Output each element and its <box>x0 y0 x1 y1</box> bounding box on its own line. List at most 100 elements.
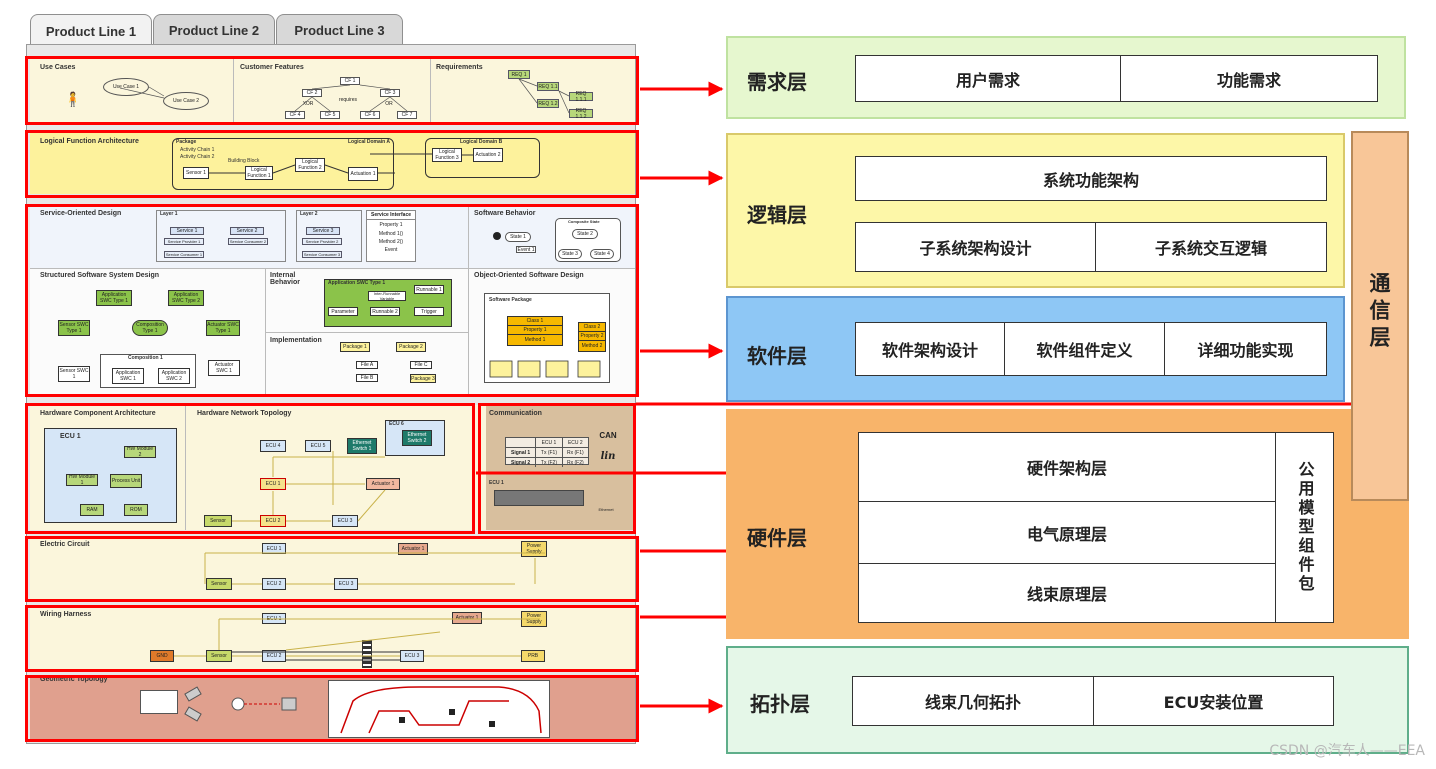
hw-component-title: Hardware Component Architecture <box>40 410 156 417</box>
shared-model-package-cell: 公用模型组件包 <box>1275 432 1334 623</box>
signal-2-ecu1: Tx (F2) <box>535 458 561 467</box>
wh-prb: PRB <box>521 650 545 662</box>
wiring-connectors <box>174 618 540 661</box>
domain-b-frame <box>425 138 540 178</box>
tab-product-line-1[interactable]: Product Line 1 <box>30 14 152 47</box>
trigger-node: Trigger <box>414 307 444 316</box>
service-consumer-1: Service Consumer 1 <box>164 251 204 258</box>
interface-method-2: Method 2() <box>378 239 404 245</box>
net-ecu-2: ECU 2 <box>260 515 286 527</box>
cf-4: CF 4 <box>285 111 305 119</box>
object-oriented-title: Object-Oriented Software Design <box>474 272 584 279</box>
actuation-1: Actuation 1 <box>348 167 378 181</box>
software-behavior-title: Software Behavior <box>474 210 536 217</box>
implementation-title: Implementation <box>270 337 322 344</box>
process-unit: Process Unit <box>110 474 142 488</box>
structured-title: Structured Software System Design <box>40 272 160 279</box>
service-consumer-2: Service Consumer 2 <box>228 238 268 245</box>
ecu-install-position-cell: ECU安装位置 <box>1093 676 1334 726</box>
package-frame <box>172 138 394 190</box>
highlight-wiring <box>25 605 639 672</box>
class-2-method: Method 2 <box>581 342 603 349</box>
interface-event: Event <box>384 247 398 253</box>
service-provider-1: Service Provider 1 <box>164 238 204 245</box>
geo-table <box>140 690 178 714</box>
logical-function-2: Logical Function 2 <box>295 158 325 172</box>
inter-runnable-variable: Inter-Runnable Variable <box>368 291 406 301</box>
class-1-method: Method 1 <box>524 336 546 343</box>
comm-ecu-bar <box>494 490 584 506</box>
service-provider-2: Service Provider 2 <box>302 238 342 245</box>
hw-arch-layer-cell: 硬件架构层 <box>858 432 1276 502</box>
logical-title: Logical Function Architecture <box>40 138 139 145</box>
internal-behavior-title: Internal Behavior <box>270 272 300 286</box>
net-ecu-6-frame <box>385 420 445 456</box>
highlight-software <box>25 204 639 397</box>
service-oriented-title: Service-Oriented Design <box>40 210 122 217</box>
xor-label: XOR <box>302 101 314 107</box>
class-2-property: Property 2 <box>579 333 605 341</box>
package-2: Package 2 <box>396 342 426 352</box>
highlight-logical <box>25 130 639 198</box>
requires-label: requires <box>338 97 358 103</box>
application-swc-1: Application SWC 1 <box>112 368 144 384</box>
highlight-electric <box>25 536 639 602</box>
runnable-1: Runnable 1 <box>414 285 444 294</box>
internal-swc-label: Application SWC Type 1 <box>328 280 386 286</box>
cf-3: CF 3 <box>380 89 400 97</box>
parameter-node: Parameter <box>328 307 358 316</box>
net-ecu-4: ECU 4 <box>260 440 286 452</box>
composition-type-1: Composition Type 1 <box>132 320 168 336</box>
state-1: State 1 <box>505 232 531 242</box>
cf-6: CF 6 <box>360 111 380 119</box>
req-1-1: REQ 1.1 <box>537 82 559 91</box>
application-swc-type-1: Application SWC Type 1 <box>96 290 132 306</box>
wh-gnd: GND <box>150 650 174 662</box>
net-ecu-1: ECU 1 <box>260 478 286 490</box>
state-4: State 4 <box>590 249 614 259</box>
sensor-swc-1: Sensor SWC 1 <box>58 366 90 382</box>
comm-layer-name: 通信层 <box>1367 272 1391 353</box>
package-1: Package 1 <box>340 342 370 352</box>
use-cases-title: Use Cases <box>40 64 76 71</box>
wh-ecu-2: ECU 2 <box>262 650 286 662</box>
ethernet-switch-2: Ethernet Switch 2 <box>402 430 432 446</box>
service-interface-box: Service Interface Property 1 Method 1() … <box>366 210 416 262</box>
class-2-box: Class 2 Property 2 Method 2 <box>578 322 606 352</box>
tab-product-line-3[interactable]: Product Line 3 <box>276 14 403 45</box>
highlight-communication <box>478 403 636 534</box>
ec-ecu-3: ECU 3 <box>334 578 358 590</box>
can-bus-icon: CAN <box>599 430 617 440</box>
sig-head-ecu-1: ECU 1 <box>535 438 561 447</box>
hw-ecu-1-label: ECU 1 <box>60 433 81 440</box>
electric-title: Electric Circuit <box>40 541 90 548</box>
initial-state-dot <box>493 232 501 240</box>
tab-product-line-2[interactable]: Product Line 2 <box>153 14 275 45</box>
class-1-label: Class 1 <box>508 317 562 326</box>
signal-1-ecu1: Tx (F1) <box>535 448 561 457</box>
class-1-box: Class 1 Property 1 Method 1 <box>507 316 563 346</box>
event-1: Event 1 <box>516 246 536 253</box>
hardware-layer-name: 硬件层 <box>747 526 807 550</box>
signal-1-name: Signal 1 <box>511 449 531 456</box>
domain-b-label: Logical Domain B <box>460 139 503 145</box>
net-actuator-1: Actuator 1 <box>366 478 400 490</box>
interface-property-1: Property 1 <box>379 222 403 228</box>
wh-sensor: Sensor <box>206 650 232 662</box>
use-case-2: Use Case 2 <box>163 92 209 110</box>
topology-layer-name: 拓扑层 <box>750 692 810 716</box>
req-1-2: REQ 1.2 <box>537 99 559 108</box>
network-connectors <box>232 451 386 522</box>
software-component-def-cell: 软件组件定义 <box>1004 322 1165 376</box>
service-1: Service 1 <box>170 227 204 235</box>
hw-module-2: HW Module 2 <box>124 446 156 458</box>
highlight-hardware <box>25 403 475 534</box>
sensor-swc-type-1: Sensor SWC Type 1 <box>58 320 90 336</box>
file-c: File C <box>410 361 432 369</box>
signal-2-name: Signal 2 <box>511 459 531 466</box>
highlight-geometric <box>25 675 639 742</box>
runnable-2: Runnable 2 <box>370 307 400 316</box>
logic-layer-name: 逻辑层 <box>747 203 807 227</box>
ec-actuator-1: Actuator 1 <box>398 543 428 555</box>
class-1-property: Property 1 <box>508 326 562 335</box>
